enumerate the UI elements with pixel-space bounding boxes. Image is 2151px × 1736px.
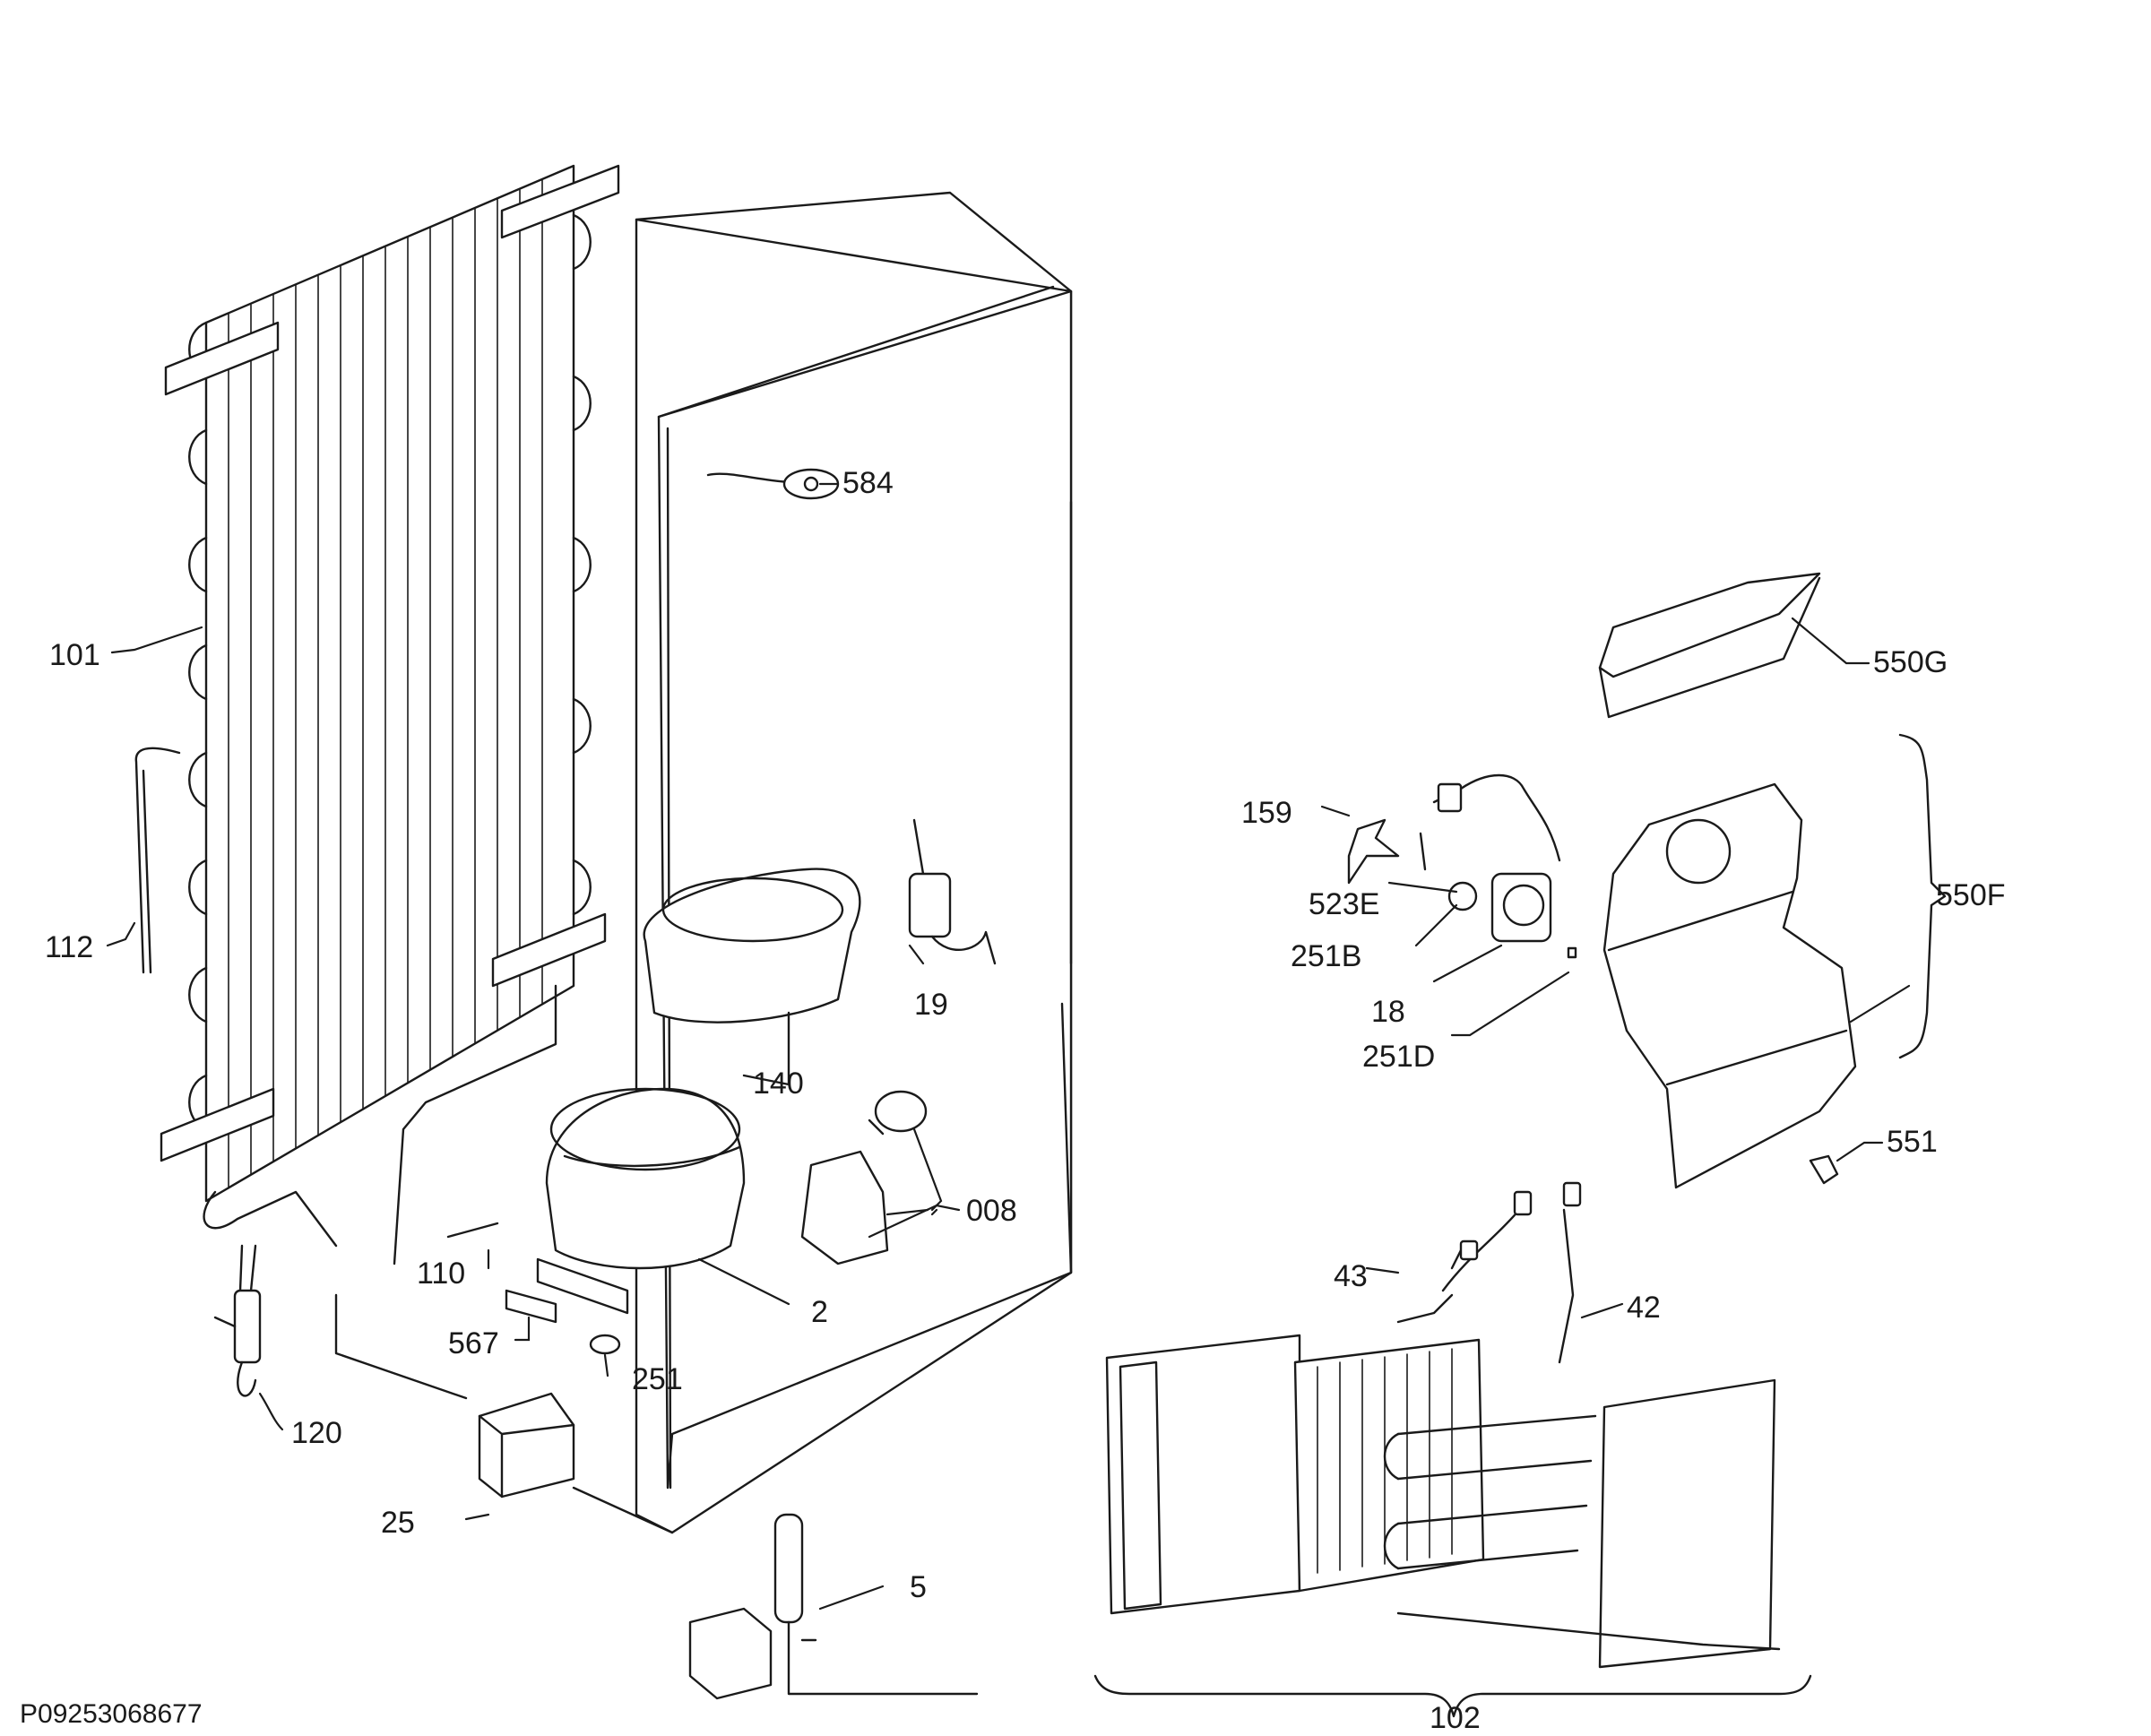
pipe-110 <box>446 1222 499 1239</box>
compressor-2 <box>536 1087 790 1315</box>
document-id: P09253068677 <box>20 1699 203 1729</box>
capacitor-120 <box>213 1244 284 1431</box>
tube-112 <box>134 747 181 974</box>
cabinet-body <box>334 191 1073 1534</box>
callout-5: 5 <box>910 1570 927 1604</box>
callout-43: 43 <box>1334 1259 1368 1293</box>
box-25 <box>464 1392 575 1521</box>
callout-008: 008 <box>966 1194 1017 1228</box>
plate-567 <box>505 1289 557 1324</box>
callout-112: 112 <box>45 930 93 964</box>
sensor-584 <box>706 468 840 500</box>
callout-25: 25 <box>381 1506 415 1540</box>
callout-101: 101 <box>49 638 100 672</box>
valve-5 <box>688 1513 979 1700</box>
callout-140: 140 <box>753 1067 804 1101</box>
callout-567: 567 <box>448 1326 499 1360</box>
evaporator-102 <box>1093 1181 1812 1718</box>
relay-008 <box>800 1090 961 1265</box>
callout-19: 19 <box>914 988 948 1022</box>
callout-251: 251 <box>632 1362 683 1396</box>
callout-2: 2 <box>811 1295 828 1329</box>
callout-120: 120 <box>291 1416 342 1450</box>
callout-labels: 584 550G 101 159 550F 523E 112 251B 19 1… <box>45 466 2006 1735</box>
leader-lines <box>106 482 929 1216</box>
grommet-251 <box>589 1334 621 1378</box>
callout-523e: 523E <box>1309 887 1379 921</box>
callout-110: 110 <box>417 1257 465 1291</box>
callout-584: 584 <box>842 466 894 500</box>
housing-550f <box>1602 733 1947 1189</box>
cover-550g <box>1598 572 1870 719</box>
callout-102: 102 <box>1430 1701 1481 1735</box>
callout-551: 551 <box>1887 1125 1938 1159</box>
callout-550f: 550F <box>1936 878 2006 912</box>
condenser-coil <box>160 164 620 1265</box>
screw-551 <box>1809 1141 1884 1185</box>
callout-251b: 251B <box>1291 939 1361 973</box>
callout-251d: 251D <box>1362 1040 1435 1074</box>
heater-19 <box>908 818 997 965</box>
drip-tray-140 <box>643 868 861 1086</box>
callout-42: 42 <box>1627 1291 1661 1325</box>
callout-159: 159 <box>1241 796 1292 830</box>
fan-motor-assembly <box>1320 773 1577 1037</box>
callout-18: 18 <box>1371 995 1405 1029</box>
callout-550g: 550G <box>1873 645 1948 679</box>
